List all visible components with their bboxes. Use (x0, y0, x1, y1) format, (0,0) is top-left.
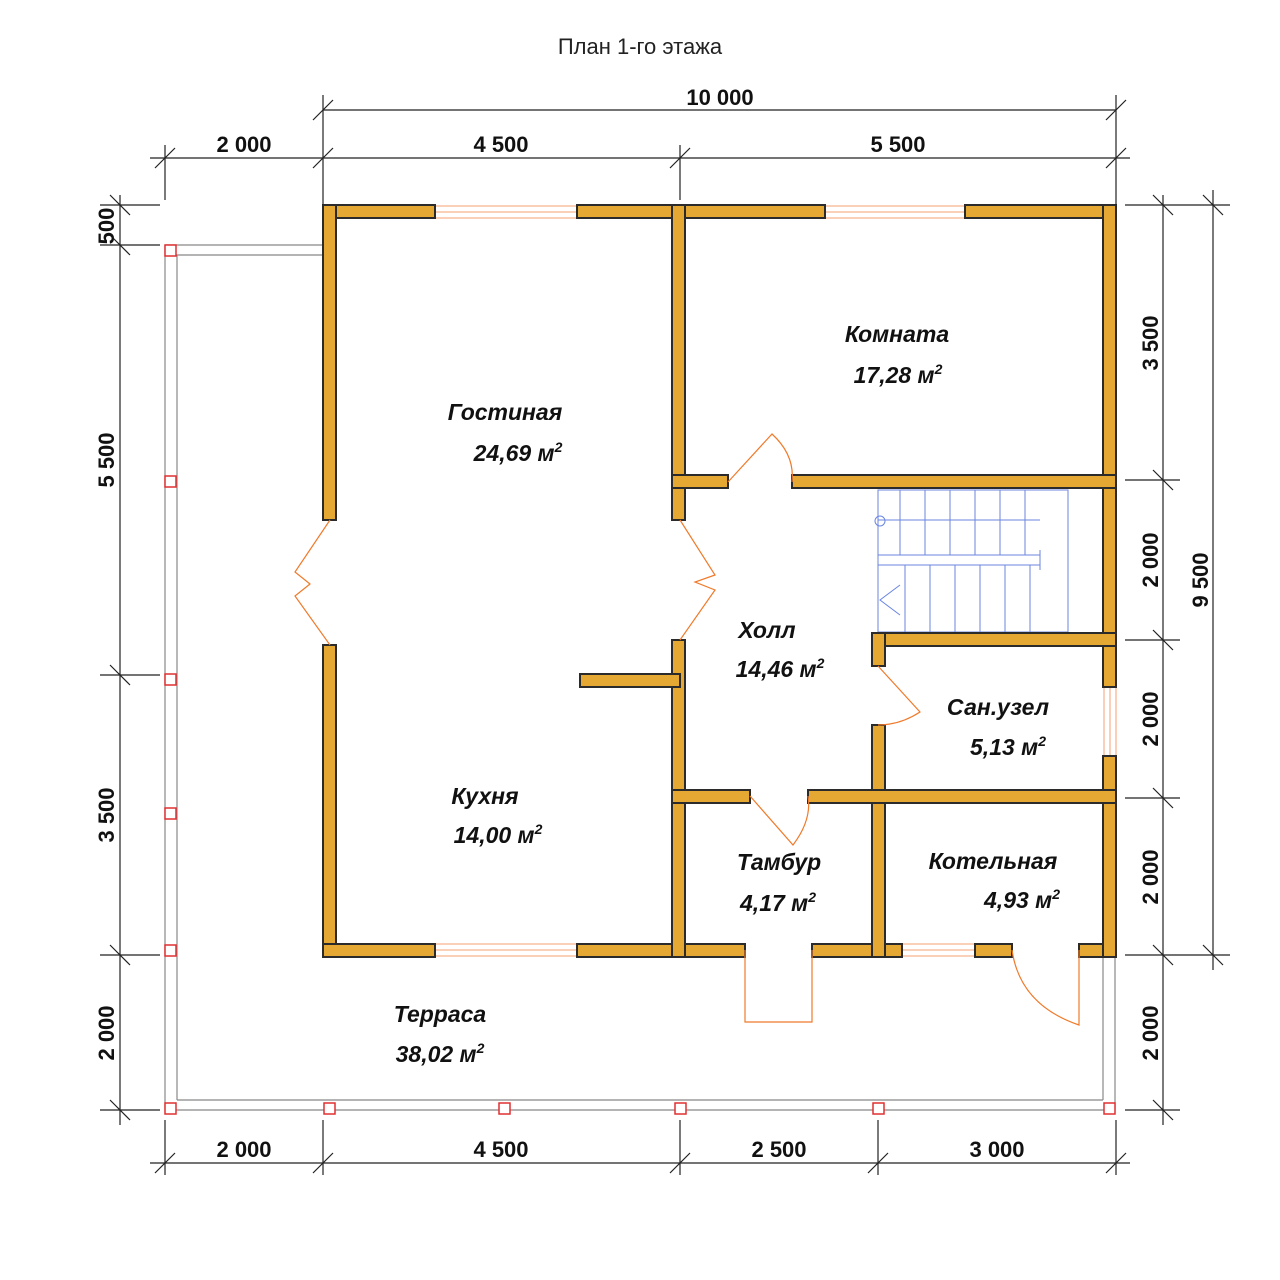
terrace-post (674, 1102, 687, 1115)
terrace-post (323, 1102, 336, 1115)
door (1011, 949, 1080, 1026)
dim-right-3: 2 000 (1138, 691, 1163, 746)
room-name: Гостиная (448, 399, 563, 425)
terrace-post (164, 944, 177, 957)
dim-top-terrace: 2 000 (216, 132, 271, 157)
dim-right-5: 2 000 (1138, 1005, 1163, 1060)
dim-bottom-1: 2 000 (216, 1137, 271, 1162)
room-terrasa: Терраса 38,02 м2 (394, 1001, 487, 1067)
terrace-post (164, 475, 177, 488)
room-name: Кухня (451, 783, 519, 809)
door (749, 795, 810, 846)
door (294, 519, 331, 646)
dim-left-4: 2 000 (94, 1005, 119, 1060)
terrace-post (164, 244, 177, 257)
door (744, 950, 813, 1023)
room-area: 14,46 м2 (736, 655, 825, 682)
dim-right-1: 3 500 (1138, 315, 1163, 370)
terrace-post (164, 673, 177, 686)
room-area: 24,69 м2 (473, 439, 563, 466)
dim-left-1: 500 (94, 208, 119, 245)
room-kotelnaya: Котельная 4,93 м2 (929, 848, 1061, 913)
dim-right-2: 2 000 (1138, 532, 1163, 587)
room-name: Котельная (929, 848, 1058, 874)
dim-right-total: 9 500 (1188, 552, 1213, 607)
room-area: 14,00 м2 (454, 821, 543, 848)
room-area: 5,13 м2 (970, 733, 1046, 760)
terrace-posts (164, 244, 1116, 1115)
door (727, 433, 793, 483)
doors (294, 433, 1080, 1026)
staircase (874, 489, 1069, 633)
dim-bottom-3: 2 500 (751, 1137, 806, 1162)
room-area: 38,02 м2 (396, 1040, 485, 1067)
room-sanuzel: Сан.узел 5,13 м2 (947, 694, 1049, 760)
room-area: 4,93 м2 (983, 886, 1060, 913)
room-name: Терраса (394, 1001, 487, 1027)
room-name: Тамбур (737, 849, 821, 875)
dim-left-3: 3 500 (94, 787, 119, 842)
dim-top-right: 5 500 (870, 132, 925, 157)
dim-top-left: 4 500 (473, 132, 528, 157)
terrace-post (872, 1102, 885, 1115)
terrace-post (164, 1102, 177, 1115)
room-name: Комната (845, 321, 949, 347)
door (877, 665, 921, 726)
room-area: 17,28 м2 (854, 361, 943, 388)
windows (433, 205, 1117, 957)
room-holl: Холл 14,46 м2 (736, 617, 825, 682)
dimension-lines (100, 95, 1230, 1175)
room-tambur: Тамбур 4,17 м2 (737, 849, 821, 916)
dim-bottom-4: 3 000 (969, 1137, 1024, 1162)
plan-title: План 1-го этажа (558, 34, 723, 59)
room-gostinaya: Гостиная 24,69 м2 (448, 399, 563, 466)
walls (322, 204, 1117, 958)
room-name: Сан.узел (947, 694, 1049, 720)
room-komnata: Комната 17,28 м2 (845, 321, 949, 388)
dim-left-2: 5 500 (94, 432, 119, 487)
door (679, 519, 716, 641)
terrace-post (1103, 1102, 1116, 1115)
room-area: 4,17 м2 (739, 889, 816, 916)
dim-bottom-2: 4 500 (473, 1137, 528, 1162)
room-kuhnya: Кухня 14,00 м2 (451, 783, 542, 848)
dim-top-total: 10 000 (686, 85, 753, 110)
room-name: Холл (736, 617, 795, 643)
dim-right-4: 2 000 (1138, 849, 1163, 904)
terrace-post (498, 1102, 511, 1115)
terrace-post (164, 807, 177, 820)
